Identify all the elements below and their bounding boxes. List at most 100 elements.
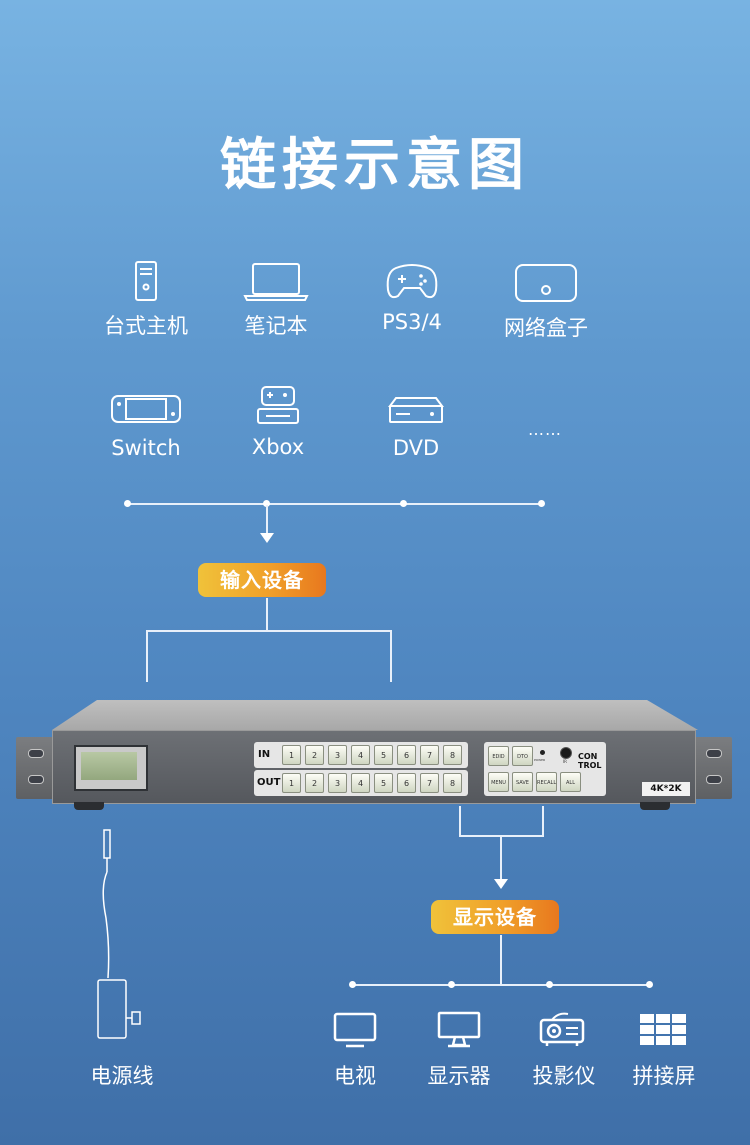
edid-button[interactable]: EDID: [488, 746, 509, 766]
input-port-button[interactable]: 3: [328, 745, 347, 765]
source-desktop: 台式主机: [81, 260, 211, 340]
menu-button[interactable]: MENU: [488, 772, 509, 792]
input-port-button[interactable]: 5: [374, 745, 393, 765]
video-wall-icon: [640, 1014, 686, 1045]
mount-hole: [706, 749, 722, 758]
arrow-down-icon: [260, 533, 274, 543]
mount-hole: [28, 749, 44, 758]
output-label: 投影仪: [532, 1064, 596, 1088]
in-label: IN: [258, 749, 271, 760]
bus-dot: [263, 500, 270, 507]
control-label: CON TROL: [578, 752, 602, 770]
save-button[interactable]: SAVE: [512, 772, 533, 792]
power-adapter-icon: [97, 829, 141, 1039]
bus-dot: [349, 981, 356, 988]
laptop-icon: [243, 263, 309, 301]
input-port-button[interactable]: 4: [351, 745, 370, 765]
device-top-shell: [52, 700, 698, 730]
source-label: Xbox: [251, 435, 305, 459]
source-settopbox: 网络盒子: [481, 260, 611, 342]
device-foot: [74, 802, 104, 810]
source-switch: Switch: [81, 390, 211, 460]
source-laptop: 笔记本: [211, 260, 341, 340]
output-port-button[interactable]: 4: [351, 773, 370, 793]
more-sources-ellipsis: ……: [528, 420, 562, 439]
input-bus-line: [127, 503, 542, 505]
bus-dot: [646, 981, 653, 988]
output-bus-line: [352, 984, 650, 986]
source-xbox: Xbox: [213, 383, 343, 459]
output-port-button[interactable]: 7: [420, 773, 439, 793]
bus-dot: [538, 500, 545, 507]
desktop-tower-icon: [135, 261, 157, 301]
output-port-button[interactable]: 8: [443, 773, 462, 793]
bus-dot: [448, 981, 455, 988]
mount-hole: [706, 775, 722, 784]
source-label: 网络盒子: [504, 316, 588, 340]
source-label: Switch: [111, 436, 181, 460]
output-port-button[interactable]: 2: [305, 773, 324, 793]
arrow-down-icon: [494, 879, 508, 889]
output-button-row: OUT 1 2 3 4 5 6 7 8: [254, 770, 468, 796]
input-button-row: IN 1 2 3 4 5 6 7 8: [254, 742, 468, 768]
source-label: 台式主机: [104, 314, 188, 338]
dvd-player-icon: [388, 397, 444, 423]
xbox-console-icon: [257, 386, 299, 424]
source-label: PS3/4: [382, 310, 442, 334]
gamepad-icon: [386, 264, 438, 299]
ir-label: IR: [563, 759, 567, 764]
power-cable-label: 电源线: [90, 1064, 154, 1088]
dto-button[interactable]: DTO: [512, 746, 533, 766]
matrix-switcher: IN 1 2 3 4 5 6 7 8 OUT 1 2 3 4 5 6 7 8 E…: [0, 690, 750, 820]
input-port-button[interactable]: 7: [420, 745, 439, 765]
output-bracket-right: [542, 806, 544, 835]
power-label: POWER: [534, 758, 546, 762]
output-label: 显示器: [427, 1064, 491, 1088]
source-label: 笔记本: [244, 314, 308, 338]
output-drop-line: [500, 835, 502, 879]
ir-sensor: [560, 747, 572, 759]
bus-dot: [546, 981, 553, 988]
output-port-button[interactable]: 5: [374, 773, 393, 793]
power-led: [540, 750, 545, 755]
output-bracket-left: [459, 806, 461, 835]
out-label: OUT: [257, 777, 281, 788]
rack-ear-left: [16, 737, 54, 799]
mount-hole: [28, 775, 44, 784]
set-top-box-icon: [515, 264, 577, 302]
output-port-button[interactable]: 3: [328, 773, 347, 793]
page-title: 链接示意图: [220, 133, 530, 198]
output-port-button[interactable]: 6: [397, 773, 416, 793]
source-dvd: DVD: [351, 390, 481, 460]
output-label: 拼接屏: [632, 1064, 696, 1088]
input-port-button[interactable]: 6: [397, 745, 416, 765]
input-devices-pill: 输入设备: [198, 563, 326, 597]
bus-dot: [400, 500, 407, 507]
output-port-button[interactable]: 1: [282, 773, 301, 793]
output-devices-pill: 显示设备: [431, 900, 559, 934]
bus-dot: [124, 500, 131, 507]
recall-button[interactable]: RECALL: [536, 772, 557, 792]
input-port-button[interactable]: 1: [282, 745, 301, 765]
input-port-button[interactable]: 8: [443, 745, 462, 765]
rack-ear-right: [694, 737, 732, 799]
input-port-button[interactable]: 2: [305, 745, 324, 765]
bracket-left: [146, 630, 148, 682]
monitor-icon: [437, 1011, 481, 1048]
output-stem: [500, 935, 502, 985]
all-button[interactable]: ALL: [560, 772, 581, 792]
source-label: DVD: [392, 436, 440, 460]
output-label: 电视: [334, 1064, 376, 1088]
device-foot: [640, 802, 670, 810]
tv-icon: [333, 1012, 377, 1048]
lcd-display: [74, 745, 148, 791]
projector-icon: [539, 1012, 585, 1046]
control-panel: EDID DTO POWER IR CON TROL MENU SAVE REC…: [484, 742, 606, 796]
resolution-badge: 4K*2K: [642, 782, 690, 796]
bracket-right: [390, 630, 392, 682]
bracket-stem: [266, 598, 268, 630]
lcd-screen: [81, 752, 137, 780]
bracket-bar: [146, 630, 392, 632]
source-ps: PS3/4: [347, 260, 477, 334]
input-drop-line: [266, 505, 268, 533]
